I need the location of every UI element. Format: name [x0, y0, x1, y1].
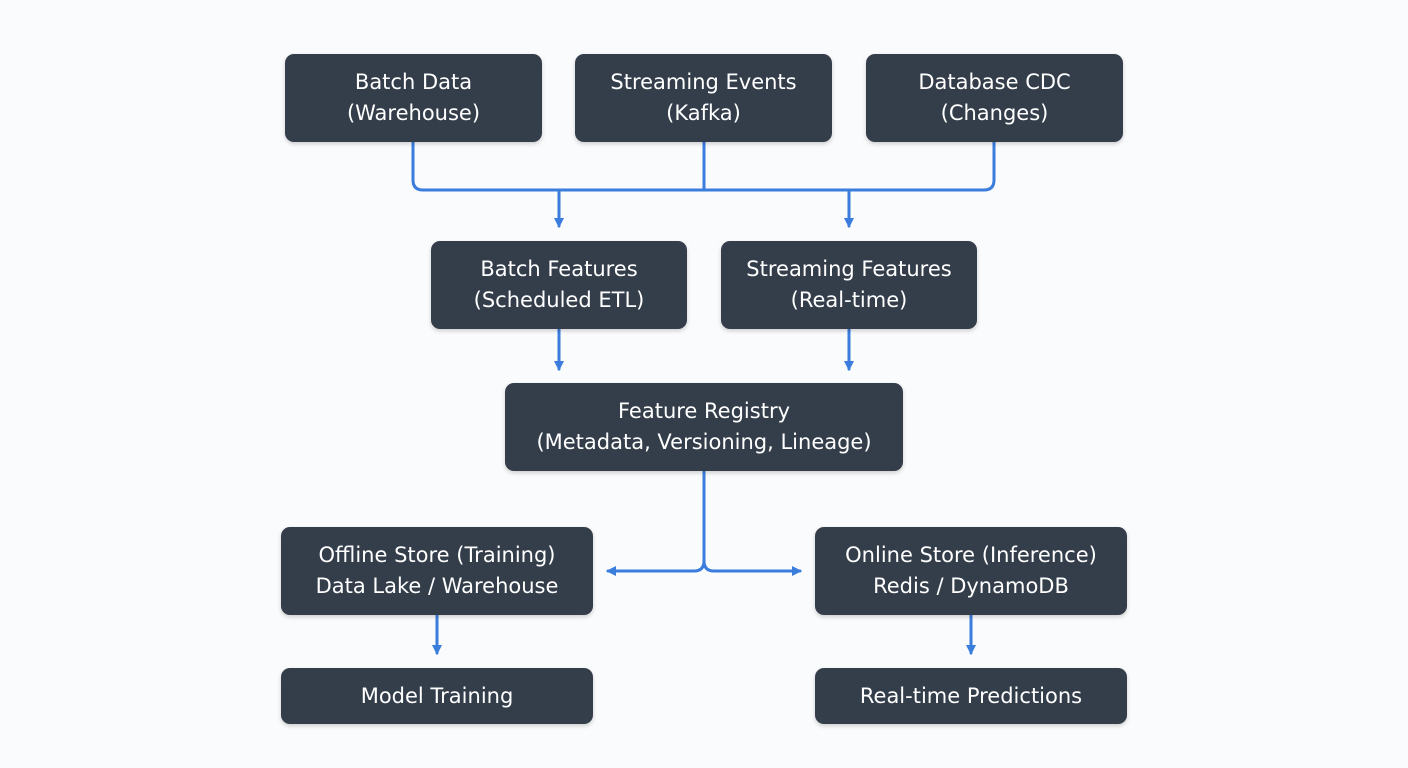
node-feature-registry-title: Feature Registry — [618, 399, 790, 423]
node-database-cdc-title: Database CDC — [918, 70, 1071, 94]
node-offline-store-subtitle: Data Lake / Warehouse — [315, 574, 559, 598]
node-batch-data-subtitle: (Warehouse) — [346, 101, 481, 125]
connector-database-cdc-to-bus — [702, 140, 996, 192]
node-feature-registry: Feature Registry (Metadata, Versioning, … — [505, 383, 903, 471]
node-streaming-features-subtitle: (Real-time) — [790, 288, 908, 312]
node-model-training-title: Model Training — [360, 683, 514, 708]
arrow-registry-to-online-store — [702, 559, 802, 576]
node-feature-registry-subtitle: (Metadata, Versioning, Lineage) — [536, 430, 872, 454]
node-batch-features-subtitle: (Scheduled ETL) — [473, 288, 645, 312]
node-realtime-predictions-title: Real-time Predictions — [859, 683, 1083, 708]
node-online-store-title: Online Store (Inference) — [845, 543, 1097, 567]
node-offline-store: Offline Store (Training) Data Lake / War… — [281, 527, 593, 615]
node-batch-data: Batch Data (Warehouse) — [285, 54, 542, 142]
node-model-training: Model Training — [281, 668, 593, 724]
arrow-registry-to-offline-store — [606, 469, 706, 576]
node-streaming-events: Streaming Events (Kafka) — [575, 54, 832, 142]
node-realtime-predictions: Real-time Predictions — [815, 668, 1127, 724]
node-streaming-features: Streaming Features (Real-time) — [721, 241, 977, 329]
node-online-store: Online Store (Inference) Redis / DynamoD… — [815, 527, 1127, 615]
node-online-store-subtitle: Redis / DynamoDB — [873, 574, 1069, 598]
node-offline-store-title: Offline Store (Training) — [318, 543, 556, 567]
node-database-cdc-subtitle: (Changes) — [940, 101, 1049, 125]
node-streaming-features-title: Streaming Features — [746, 257, 952, 281]
node-streaming-events-subtitle: (Kafka) — [666, 101, 741, 125]
node-batch-features-title: Batch Features — [480, 257, 638, 281]
node-streaming-events-title: Streaming Events — [610, 70, 797, 94]
node-batch-features: Batch Features (Scheduled ETL) — [431, 241, 687, 329]
connector-batch-data-to-bus — [411, 140, 706, 192]
node-database-cdc: Database CDC (Changes) — [866, 54, 1123, 142]
node-batch-data-title: Batch Data — [354, 70, 473, 94]
